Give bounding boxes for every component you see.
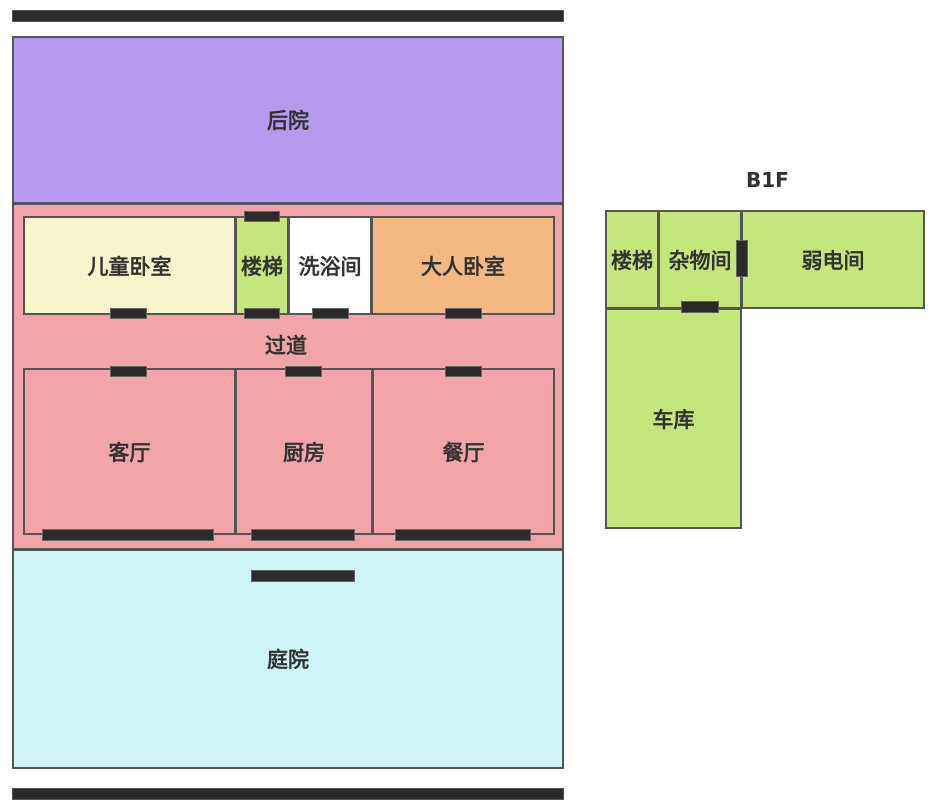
door-living-room xyxy=(110,366,147,377)
room-master-bedroom: 大人卧室 xyxy=(371,216,555,315)
room-kitchen-label: 厨房 xyxy=(283,440,325,465)
door-courtyard xyxy=(251,570,355,582)
basement-room-low-voltage: 弱电间 xyxy=(741,210,925,309)
room-courtyard-label: 庭院 xyxy=(267,648,309,672)
basement-room-garage: 车库 xyxy=(605,308,742,529)
door-master-bedroom xyxy=(445,308,482,319)
door-dining-room xyxy=(445,366,482,377)
room-children-bedroom: 儿童卧室 xyxy=(23,216,236,315)
room-backyard-label: 后院 xyxy=(267,109,309,133)
door-stairs-bottom xyxy=(244,308,280,319)
basement-title: B1F xyxy=(746,168,789,192)
door-bathroom xyxy=(312,308,349,319)
door-basement-garage xyxy=(681,301,719,313)
door-basement-storage-side xyxy=(736,240,748,277)
basement-room-stairs-label: 楼梯 xyxy=(611,248,653,273)
bottom-wall xyxy=(12,788,564,800)
basement-room-storage: 杂物间 xyxy=(658,210,742,309)
window-dining-room xyxy=(395,529,531,541)
room-bathroom-label: 洗浴间 xyxy=(298,254,362,279)
room-master-bedroom-label: 大人卧室 xyxy=(421,254,505,279)
room-living-room: 客厅 xyxy=(23,368,236,535)
corridor-label: 过道 xyxy=(265,334,307,358)
basement-room-low-voltage-label: 弱电间 xyxy=(801,248,865,273)
basement-room-garage-label: 车库 xyxy=(652,407,695,432)
room-living-room-label: 客厅 xyxy=(108,440,151,465)
room-dining-room: 餐厅 xyxy=(372,368,555,535)
room-stairs: 楼梯 xyxy=(235,216,289,315)
basement-room-stairs: 楼梯 xyxy=(605,210,659,309)
window-living-room xyxy=(42,529,214,541)
door-stairs-top xyxy=(244,211,280,222)
room-backyard: 后院 xyxy=(12,36,564,204)
room-kitchen: 厨房 xyxy=(235,368,373,535)
room-courtyard: 庭院 xyxy=(12,549,564,769)
top-wall xyxy=(12,10,564,22)
window-kitchen xyxy=(251,529,355,541)
door-kitchen xyxy=(285,366,322,377)
door-children-bedroom xyxy=(110,308,147,319)
basement-room-storage-label: 杂物间 xyxy=(668,248,732,273)
room-bathroom: 洗浴间 xyxy=(288,216,372,315)
room-children-bedroom-label: 儿童卧室 xyxy=(87,254,172,279)
room-dining-room-label: 餐厅 xyxy=(442,440,485,465)
room-stairs-label: 楼梯 xyxy=(241,254,283,279)
